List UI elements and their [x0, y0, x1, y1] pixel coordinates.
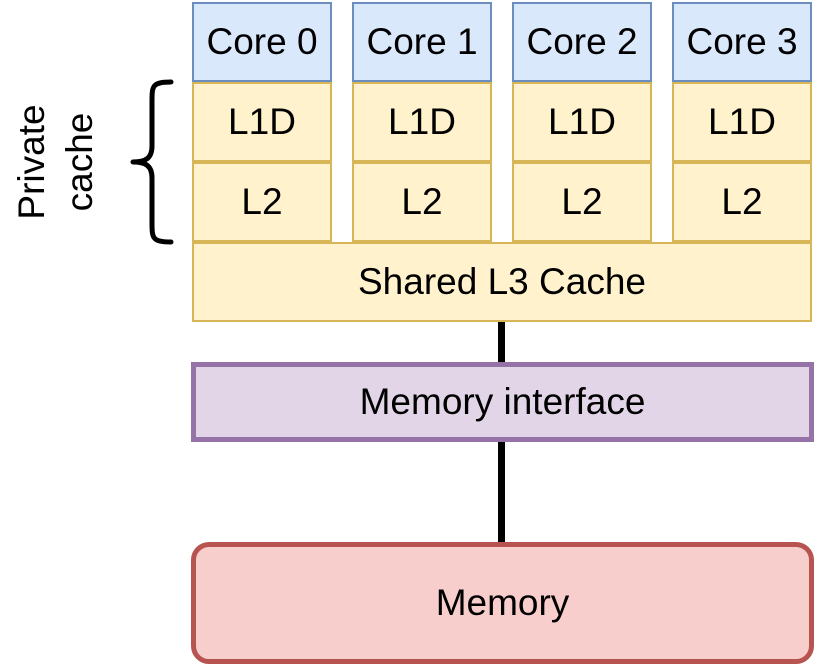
- core-1-l1d-cache: L1D: [352, 82, 492, 162]
- core-0-l1d-cache: L1D: [192, 82, 332, 162]
- l3-to-interface-connector: [498, 322, 505, 362]
- core-2-l1d-cache: L1D: [512, 82, 652, 162]
- core-0-l2-cache: L2: [192, 162, 332, 242]
- core-3-l2-cache: L2: [672, 162, 812, 242]
- private-cache-label-line1: Private: [11, 104, 52, 220]
- core-3-l1d-cache: L1D: [672, 82, 812, 162]
- private-cache-brace-icon: [130, 79, 174, 245]
- core-2-l2-cache: L2: [512, 162, 652, 242]
- core-0-box: Core 0: [192, 2, 332, 82]
- memory-box: Memory: [191, 542, 814, 664]
- shared-l3-cache: Shared L3 Cache: [192, 242, 812, 322]
- core-1-box: Core 1: [352, 2, 492, 82]
- core-2-box: Core 2: [512, 2, 652, 82]
- core-1-l2-cache: L2: [352, 162, 492, 242]
- core-3-box: Core 3: [672, 2, 812, 82]
- interface-to-memory-connector: [498, 442, 505, 542]
- private-cache-label-line2: cache: [59, 112, 100, 212]
- private-cache-label: Private cache: [8, 104, 104, 219]
- memory-interface-box: Memory interface: [191, 362, 814, 442]
